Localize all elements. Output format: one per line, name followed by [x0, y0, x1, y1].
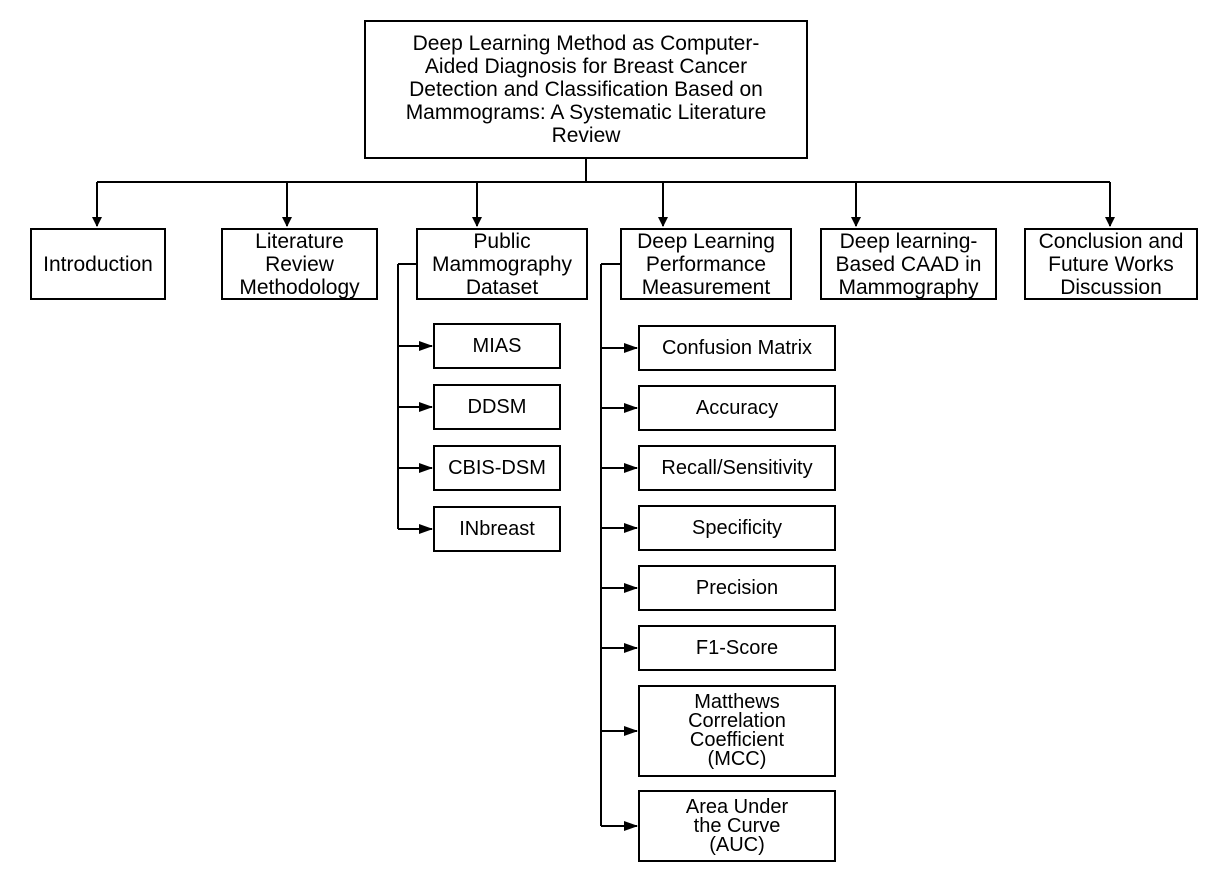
dataset-item-mias: MIAS — [433, 323, 561, 369]
dataset-item-cbis-dsm: CBIS-DSM — [433, 445, 561, 491]
metric-item-accuracy: Accuracy — [638, 385, 836, 431]
metric-item-label: Confusion Matrix — [661, 337, 813, 359]
dataset-item-inbreast: INbreast — [433, 506, 561, 552]
root-title-box: Deep Learning Method as Computer- Aided … — [364, 20, 808, 159]
metric-item-label: Matthews Correlation Coefficient (MCC) — [688, 691, 786, 770]
dataset-item-label: CBIS-DSM — [448, 457, 546, 479]
metric-item-label: Precision — [695, 577, 779, 599]
section-performance-measurement-label: Deep Learning Performance Measurement — [637, 229, 775, 299]
metric-item-confusion-matrix: Confusion Matrix — [638, 325, 836, 371]
section-introduction: Introduction — [30, 228, 166, 300]
metric-item-f1-score: F1-Score — [638, 625, 836, 671]
section-deep-learning-caad-label: Deep learning- Based CAAD in Mammography — [835, 229, 982, 299]
section-introduction-label: Introduction — [43, 252, 153, 276]
metric-item-specificity: Specificity — [638, 505, 836, 551]
dataset-item-label: DDSM — [467, 396, 527, 418]
section-deep-learning-caad: Deep learning- Based CAAD in Mammography — [820, 228, 997, 300]
dataset-item-label: MIAS — [472, 335, 522, 357]
metric-item-label: Recall/Sensitivity — [661, 457, 813, 479]
metric-item-auc: Area Under the Curve (AUC) — [638, 790, 836, 862]
metric-item-label: Accuracy — [695, 397, 779, 419]
dataset-item-ddsm: DDSM — [433, 384, 561, 430]
section-literature-review-methodology: Literature Review Methodology — [221, 228, 378, 300]
metric-item-recall-sensitivity: Recall/Sensitivity — [638, 445, 836, 491]
section-performance-measurement: Deep Learning Performance Measurement — [620, 228, 792, 300]
metric-item-label: Specificity — [691, 517, 783, 539]
section-conclusion-future-works: Conclusion and Future Works Discussion — [1024, 228, 1198, 300]
dataset-item-label: INbreast — [459, 518, 535, 540]
section-conclusion-future-works-label: Conclusion and Future Works Discussion — [1038, 229, 1184, 299]
section-public-mammography-dataset-label: Public Mammography Dataset — [431, 229, 573, 299]
metric-item-label: F1-Score — [695, 637, 779, 659]
section-literature-review-methodology-label: Literature Review Methodology — [239, 229, 360, 299]
root-title-text: Deep Learning Method as Computer- Aided … — [405, 32, 767, 147]
metric-item-label: Area Under the Curve (AUC) — [685, 795, 789, 856]
section-public-mammography-dataset: Public Mammography Dataset — [416, 228, 588, 300]
metric-item-mcc: Matthews Correlation Coefficient (MCC) — [638, 685, 836, 777]
metric-item-precision: Precision — [638, 565, 836, 611]
